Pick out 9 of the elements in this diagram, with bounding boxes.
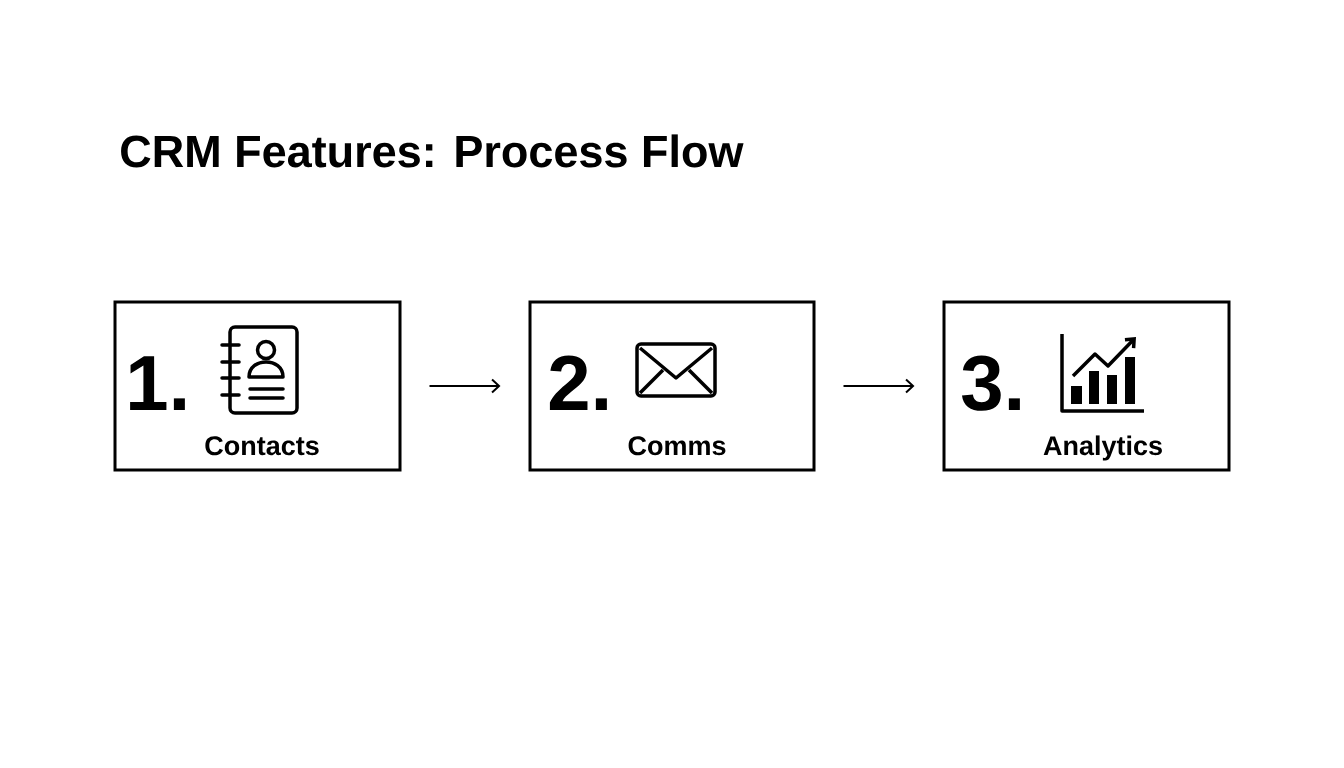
title: CRM Features: Process Flow (121, 134, 744, 168)
step-label: Analytics (1043, 435, 1162, 461)
arrow (428, 378, 501, 394)
step-label: Contacts (205, 436, 319, 456)
step-number: 2. (549, 355, 607, 410)
arrow (842, 378, 915, 394)
step-number: 1. (130, 356, 185, 410)
step-label: Comms (628, 436, 726, 456)
step-number: 3. (962, 355, 1020, 411)
